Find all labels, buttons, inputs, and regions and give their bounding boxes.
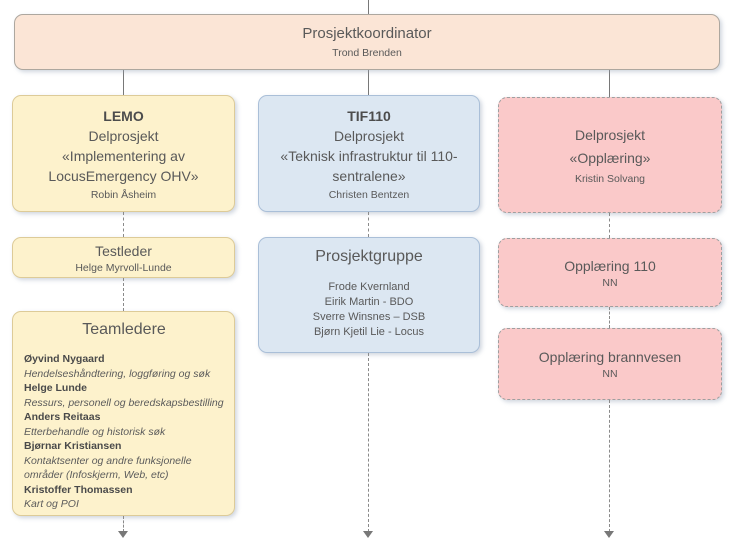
dashed-connector-middle-tail [368,353,369,532]
team-member-list: Øyvind Nygaard Hendelseshåndtering, logg… [24,352,224,512]
node-teamledere: Teamledere Øyvind Nygaard Hendelseshåndt… [12,311,235,516]
team-member-role: Ressurs, personell og beredskapsbestilli… [24,396,224,409]
team-member-name: Bjørnar Kristiansen [24,440,122,452]
node-title-line: LocusEmergency OHV» [48,167,199,184]
team-member-name: Øyvind Nygaard [24,353,105,365]
node-title: Testleder [95,242,152,259]
node-person: Trond Brenden [332,47,402,59]
node-prosjektkoordinator: Prosjektkoordinator Trond Brenden [14,14,720,70]
team-member-name: Kristoffer Thomassen [24,483,133,496]
arrow-down-icon [118,531,128,538]
node-title: Teamledere [82,321,166,338]
node-person: Robin Åsheim [90,188,157,201]
node-title-line: Delprosjekt [333,127,405,144]
node-person: Kristin Solvang [574,173,646,185]
team-member-role: Hendelseshåndtering, loggføring og søk [24,367,211,380]
connector-top-stub [368,0,369,14]
node-opplaering-110: Opplæring 110 NN [498,238,722,307]
arrow-down-icon [363,531,373,538]
node-title: Opplæring 110 [564,257,656,274]
node-title-line: sentralene» [332,167,406,184]
node-person: Christen Bentzen [328,188,410,201]
team-member-role: Etterbehandle og historisk søk [24,425,166,438]
group-member: Bjørn Kjetil Lie - Locus [313,326,425,338]
node-title-line: «Implementering av [62,147,185,164]
arrow-down-icon [604,531,614,538]
node-title: Prosjektgruppe [315,248,423,265]
node-tif110-delprosjekt: TIF110 Delprosjekt «Teknisk infrastruktu… [258,95,480,212]
connector-right [609,70,610,97]
node-opplaering-brannvesen: Opplæring brannvesen NN [498,328,722,400]
dashed-connector-right-1 [609,213,610,238]
node-prosjektgruppe: Prosjektgruppe Frode Kvernland Eirik Mar… [258,237,480,353]
node-opplaering-delprosjekt: Delprosjekt «Opplæring» Kristin Solvang [498,97,722,213]
node-title-line: «Teknisk infrastruktur til 110- [280,147,458,164]
node-code: LEMO [103,107,144,124]
group-member: Eirik Martin - BDO [324,296,414,308]
connector-left [123,70,124,95]
node-lemo-delprosjekt: LEMO Delprosjekt «Implementering av Locu… [12,95,235,212]
connector-middle [368,70,369,95]
dashed-connector-middle-1 [368,212,369,237]
group-member-list: Frode Kvernland Eirik Martin - BDO Sverr… [313,280,425,340]
node-person: NN [602,276,618,289]
node-person: NN [602,368,618,380]
group-member: Sverre Winsnes – DSB [312,311,426,323]
node-person: Helge Myrvoll-Lunde [75,261,172,274]
group-member: Frode Kvernland [328,281,410,293]
team-member-name: Anders Reitaas [24,411,101,423]
dashed-connector-left-tail [123,516,124,532]
dashed-connector-right-2 [609,307,610,328]
dashed-connector-left-2 [123,278,124,311]
team-member-name: Helge Lunde [24,382,88,394]
node-title: Prosjektkoordinator [302,25,432,42]
node-title-line: «Opplæring» [569,150,651,166]
node-code: TIF110 [347,107,391,124]
node-title-line: Delprosjekt [88,127,159,144]
node-testleder: Testleder Helge Myrvoll-Lunde [12,237,235,278]
team-member-role: Kontaktsenter og andre funksjonelle områ… [24,454,192,482]
dashed-connector-right-tail [609,400,610,532]
node-title-line: Delprosjekt [574,127,646,143]
dashed-connector-left-1 [123,212,124,237]
team-member-role: Kart og POI [24,498,79,510]
node-title: Opplæring brannvesen [538,349,682,365]
